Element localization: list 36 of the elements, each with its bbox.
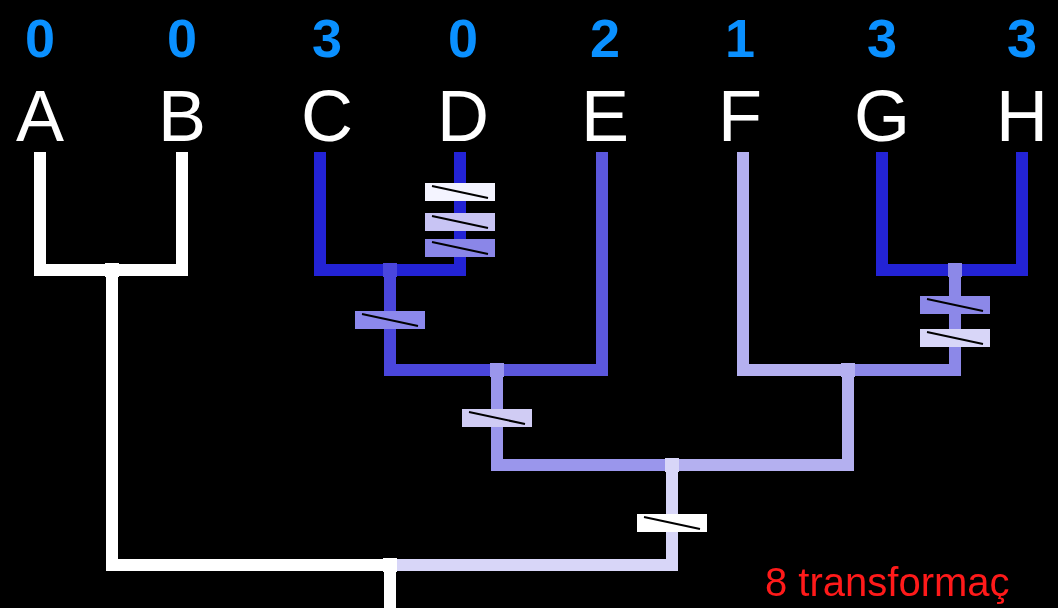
tree-branch bbox=[397, 472, 678, 571]
tree-branch bbox=[119, 152, 188, 276]
tree-branch bbox=[876, 152, 948, 276]
taxon-label: C bbox=[287, 80, 367, 152]
tree-branch bbox=[962, 152, 1028, 276]
tree-branch bbox=[314, 152, 383, 276]
taxon-label: B bbox=[142, 80, 222, 152]
branch-junction bbox=[383, 263, 397, 277]
taxon-label: E bbox=[565, 80, 645, 152]
transformation-count-note: 8 transformaç bbox=[765, 560, 1010, 604]
character-state-number: 0 bbox=[446, 10, 479, 66]
character-state-number: 3 bbox=[310, 10, 343, 66]
tree-branch bbox=[679, 377, 854, 471]
tree-branch bbox=[855, 277, 961, 376]
character-state-number: 0 bbox=[23, 10, 56, 66]
tree-branch bbox=[737, 152, 841, 376]
tree-branch bbox=[384, 277, 490, 376]
tree-branch bbox=[384, 572, 396, 608]
character-state-number: 3 bbox=[1005, 10, 1038, 66]
branch-junction bbox=[665, 458, 679, 472]
taxon-label: D bbox=[423, 80, 503, 152]
tree-branch bbox=[106, 277, 383, 571]
branch-junction bbox=[948, 263, 962, 277]
character-state-number: 2 bbox=[588, 10, 621, 66]
tree-branch bbox=[397, 152, 466, 276]
branch-junction bbox=[490, 363, 504, 377]
tree-branch bbox=[491, 377, 665, 471]
character-state-number: 0 bbox=[165, 10, 198, 66]
character-state-number: 1 bbox=[723, 10, 756, 66]
tree-branch bbox=[504, 152, 608, 376]
character-state-number: 3 bbox=[865, 10, 898, 66]
tree-branch bbox=[34, 152, 105, 276]
taxon-label: H bbox=[982, 80, 1058, 152]
taxon-label: A bbox=[0, 80, 80, 152]
taxon-label: F bbox=[700, 80, 780, 152]
taxon-label: G bbox=[842, 80, 922, 152]
